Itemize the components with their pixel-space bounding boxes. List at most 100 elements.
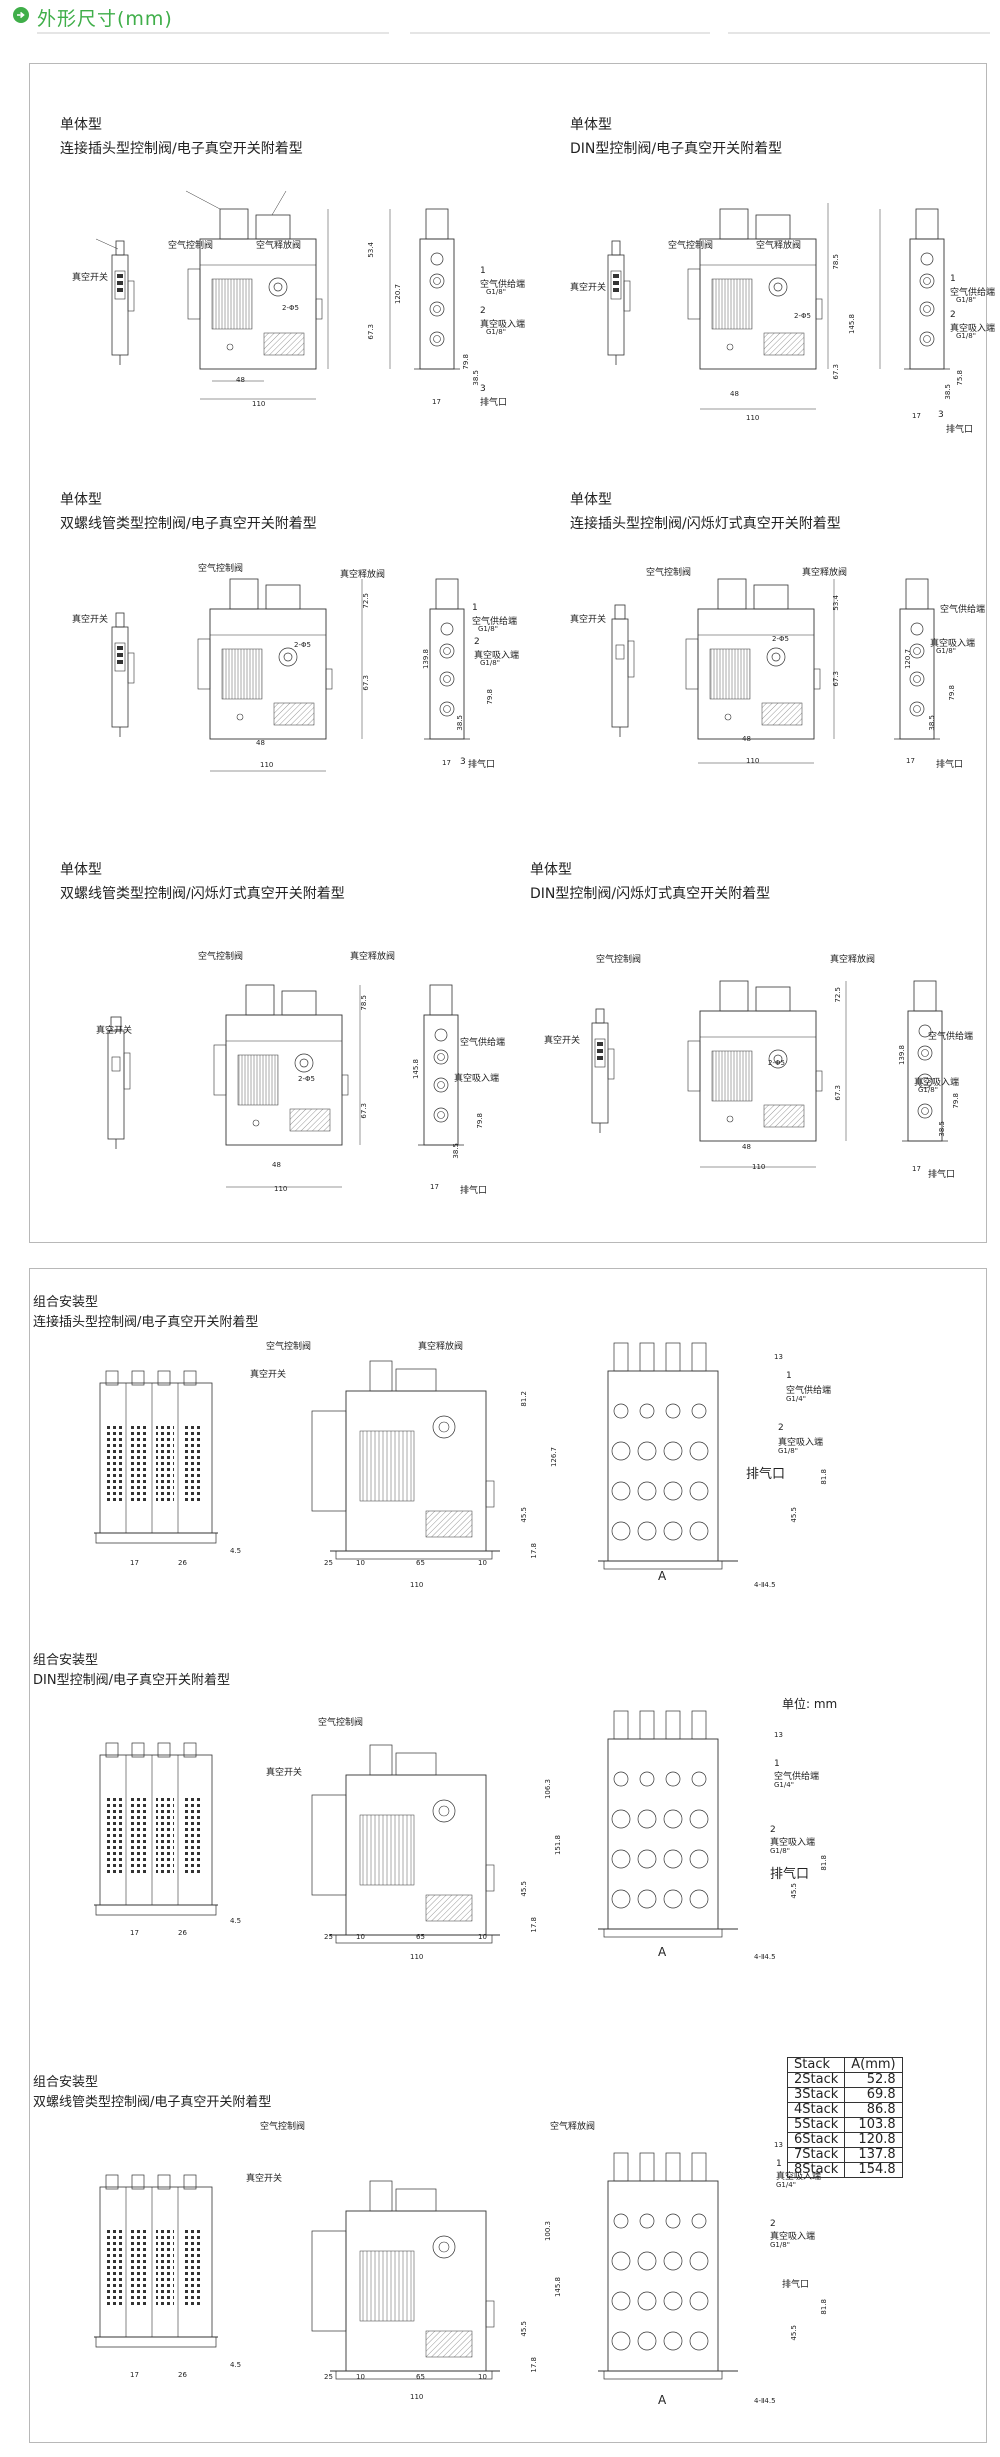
air-supply-port-label: 空气供给端 [774,1772,820,1782]
dim-height-a: 53.4 [367,242,375,258]
vacuum-suction-thread: G1/8" [918,1086,938,1094]
dim-width-f: 48 [730,390,739,398]
dim-r-4-holes: 4-Ⅱ4.5 [754,2397,776,2405]
block-type: 单体型 [570,492,612,508]
group-type-panel: 组合安装型 连接插头型控制阀/电子真空开关附着型 空气控制阀 真空释放阀 真空开… [29,1268,987,2443]
air-control-valve-label: 空气控制阀 [668,241,714,251]
dim-width-g: 110 [752,1163,766,1171]
air-supply-thread: G1/4" [786,1395,806,1403]
dim-width-h: 17 [912,1165,921,1173]
dim-width-h: 17 [912,412,921,420]
vacuum-release-valve-label: 真空释放阀 [418,1342,464,1352]
vacuum-release-valve-label: 真空释放阀 [350,952,396,962]
group-subtitle: DIN型控制阀/电子真空开关附着型 [33,1673,230,1688]
single-block-5: 单体型 双螺线管类型控制阀/闪烁灯式真空开关附着型 空气控制阀 真空释放阀 真空… [60,859,505,1239]
vacuum-release-valve-label: 真空释放阀 [802,568,848,578]
air-supply-thread: G1/8" [956,296,976,304]
dim-r-4-holes: 4-Ⅱ4.5 [754,1581,776,1589]
vacuum-suction-port-label: 真空吸入端 [950,324,996,334]
group-type: 组合安装型 [33,1653,99,1668]
port-1-number: 1 [774,1759,780,1769]
dim-h-17-8: 17.8 [530,1917,538,1933]
stack-cell: 8Stack [786,2162,846,2178]
port-1-label: 真空吸入端 [776,2172,822,2182]
dim-height-d: 75.8 [956,370,964,386]
air-supply-thread: G1/4" [774,1781,794,1789]
dim-height-b: 139.8 [422,649,430,670]
dim-hole: 2-Φ5 [298,1075,315,1083]
dim-h-45-5: 45.5 [520,2321,528,2337]
a-value-cell: 103.8 [844,2117,903,2133]
section-title: 外形尺寸(mm) [37,8,173,30]
header-rule [728,32,990,34]
dim-width-g: 110 [260,761,274,769]
air-supply-port-label: 空气供给端 [472,617,518,627]
vacuum-suction-port-label: 真空吸入端 [770,1838,816,1848]
vacuum-switch-label: 真空开关 [72,615,109,625]
stack-cell: 3Stack [786,2087,846,2103]
dim-hole: 2-Φ5 [282,304,299,312]
dim-r-13: 13 [774,1731,783,1739]
air-supply-thread: G1/8" [486,288,506,296]
dim-r-13: 13 [774,2141,783,2149]
air-release-valve-label: 空气释放阀 [256,241,302,251]
dim-hole: 2-Φ5 [772,635,789,643]
dim-height-a: 72.5 [834,987,842,1003]
dim-pitch-17: 17 [130,2371,139,2379]
a-dimension-mark: A [658,2393,667,2407]
port-2-number: 2 [770,2219,776,2229]
dim-4-5: 4.5 [230,1547,242,1555]
port-1-number: 1 [480,266,486,276]
technical-drawing [30,1699,986,1999]
dim-width-g: 110 [746,414,760,422]
block-subtitle: 双螺线管类型控制阀/电子真空开关附着型 [60,516,317,532]
air-control-valve-label: 空气控制阀 [266,1342,312,1352]
dim-h-17-8: 17.8 [530,2357,538,2373]
dim-height-c: 67.3 [832,364,840,380]
exhaust-port-label: 排气口 [936,760,964,770]
exhaust-port-label: 排气口 [746,1467,786,1482]
technical-drawing [60,939,480,1219]
dim-h-45-5: 45.5 [520,1507,528,1523]
dim-r-13: 13 [774,1353,783,1361]
air-supply-port-label: 空气供给端 [460,1038,506,1048]
unit-note: 单位: mm [782,1697,838,1711]
vacuum-suction-thread: G1/8" [770,2241,790,2249]
group-block-3: 组合安装型 双螺线管类型控制阀/电子真空开关附着型 空气控制阀 空气释放阀 真空… [30,2071,986,2441]
dim-width-h: 17 [430,1183,439,1191]
technical-drawing [30,1331,986,1631]
block-type: 单体型 [530,862,572,878]
dim-height-b: 145.8 [848,314,856,335]
dim-height-e: 38.5 [944,384,952,400]
a-value-cell: 52.8 [844,2072,903,2088]
dim-hole: 2-Φ5 [294,641,311,649]
dim-height-d: 79.8 [486,689,494,705]
dim-h-106-3: 106.3 [544,1779,552,1800]
arrow-circle-icon [13,7,29,23]
dim-height-b: 145.8 [412,1059,420,1080]
dim-height-a: 78.5 [832,254,840,270]
dim-w-65: 65 [416,1559,425,1567]
vacuum-suction-thread: G1/8" [480,659,500,667]
air-control-valve-label: 空气控制阀 [596,955,642,965]
dim-w-10b: 10 [478,1559,487,1567]
vacuum-release-valve-label: 真空释放阀 [830,955,876,965]
technical-drawing [60,549,480,809]
block-type: 单体型 [60,862,102,878]
dim-hole: 2-Φ5 [768,1059,785,1067]
dim-pitch-17: 17 [130,1929,139,1937]
air-supply-thread: G1/8" [478,625,498,633]
dim-r-45-5: 45.5 [790,1507,798,1523]
dim-w-110: 110 [410,1581,424,1589]
dim-r-81-8: 81.8 [820,1469,828,1485]
dim-w-10b: 10 [478,1933,487,1941]
group-block-1: 组合安装型 连接插头型控制阀/电子真空开关附着型 空气控制阀 真空释放阀 真空开… [30,1291,986,1636]
air-supply-port-label: 空气供给端 [786,1386,832,1396]
air-supply-port-label: 空气供给端 [940,605,986,615]
vacuum-switch-label: 真空开关 [250,1370,287,1380]
vacuum-suction-port-label: 真空吸入端 [474,651,520,661]
exhaust-port-label: 排气口 [946,425,974,435]
